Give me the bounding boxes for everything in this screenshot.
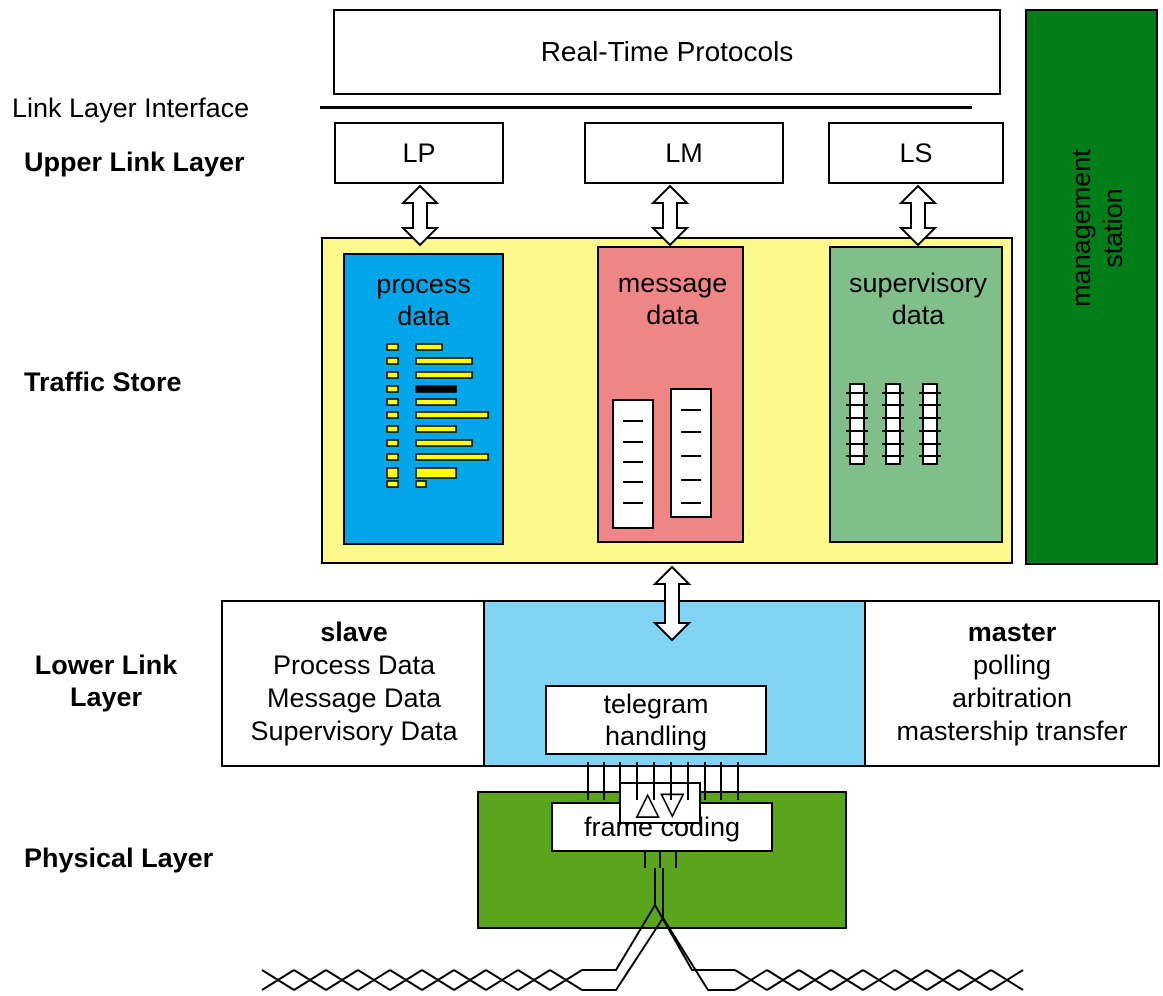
process-data-bar (415, 357, 473, 365)
physical-layer-label: Physical Layer (24, 843, 214, 873)
supervisory-data-label: supervisory data (848, 268, 988, 330)
slave-item: Process Data (272, 650, 436, 680)
process-data-slot (386, 385, 399, 393)
message-data-label: message data (617, 268, 728, 330)
master-item: arbitration (951, 683, 1073, 713)
double-arrow-icon (898, 184, 938, 247)
lm-label: LM (665, 138, 703, 168)
supervisory-register (885, 383, 901, 465)
process-data-slot (386, 425, 399, 433)
telegram-handling-box: telegram handling (545, 685, 767, 755)
process-data-slot (386, 371, 399, 379)
process-data-slot (386, 357, 399, 365)
link-layer-interface-line (320, 106, 972, 109)
bus-tap-line (582, 916, 735, 991)
process-data-label: process data (376, 269, 471, 331)
process-data-bar (415, 371, 473, 379)
process-data-bar (415, 467, 457, 479)
process-data-slot (386, 439, 399, 447)
lp-box: LP (334, 122, 504, 184)
ls-box: LS (828, 122, 1004, 184)
process-data-slot (386, 343, 399, 351)
process-data-bar (415, 411, 489, 419)
bus-tap-line (654, 868, 664, 918)
link-layer-interface-label: Link Layer Interface (12, 93, 250, 123)
real-time-protocols-label: Real-Time Protocols (540, 36, 794, 67)
process-data-bar (415, 398, 457, 406)
process-data-slot (386, 467, 399, 479)
process-data-slot (386, 398, 399, 406)
lm-box: LM (584, 122, 784, 184)
twisted-pair-cable (734, 969, 1024, 991)
slave-title: slave (320, 617, 388, 647)
process-data-bar (415, 439, 473, 447)
transceiver-symbol: △▽ (635, 784, 685, 822)
slave-item: Message Data (266, 683, 442, 713)
double-arrow-icon (652, 565, 692, 642)
slave-item: Supervisory Data (250, 716, 458, 746)
master-item: polling (972, 650, 1052, 680)
supervisory-register (849, 383, 865, 465)
lp-label: LP (402, 138, 436, 168)
process-data-bar (415, 385, 457, 393)
master-section: master polling arbitration mastership tr… (868, 612, 1156, 752)
master-title: master (967, 617, 1057, 647)
ls-label: LS (899, 138, 933, 168)
message-queue (612, 399, 654, 529)
management-station-box: management station (1025, 9, 1158, 565)
upper-link-layer-label: Upper Link Layer (24, 147, 245, 177)
process-data-bar (415, 453, 489, 461)
slave-section: slave Process Data Message Data Supervis… (225, 612, 483, 752)
traffic-store-label: Traffic Store (24, 367, 182, 397)
real-time-protocols-box: Real-Time Protocols (333, 9, 1001, 95)
process-data-bar (415, 425, 457, 433)
process-data-slot (386, 411, 399, 419)
supervisory-register (922, 383, 938, 465)
double-arrow-icon (650, 184, 690, 247)
lower-link-layer-label: Lower Link Layer (34, 650, 178, 712)
master-item: mastership transfer (896, 716, 1128, 746)
bus-tap-line (582, 903, 735, 971)
message-queue (670, 388, 712, 518)
twisted-pair-cable (261, 969, 583, 991)
process-data-bar (415, 343, 443, 351)
process-data-slot (386, 480, 399, 488)
process-data-slot (386, 453, 399, 461)
double-arrow-icon (400, 184, 440, 247)
process-data-bar (415, 480, 427, 488)
